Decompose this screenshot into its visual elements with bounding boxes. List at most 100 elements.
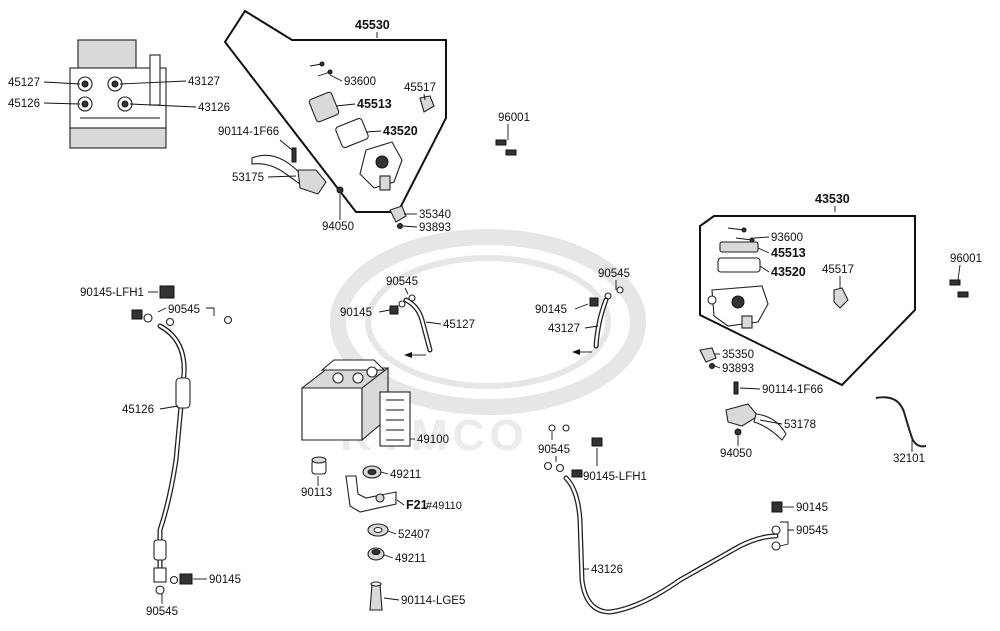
rubber-49211-bottom — [367, 547, 385, 561]
hose-bottom-43126 — [563, 475, 779, 615]
cap-screws-left — [309, 61, 333, 77]
part-90145-LFH1-left-label: 90145-LFH1 — [80, 287, 144, 299]
part-90113-label: 90113 — [301, 487, 332, 499]
bleeder-left — [495, 139, 517, 156]
bleeder-right — [949, 279, 969, 298]
brake-cable-32101 — [875, 396, 927, 448]
part-49100-label: 49100 — [417, 434, 449, 446]
part-45513-left-label: 45513 — [357, 97, 392, 111]
group-43530-label: 43530 — [815, 192, 850, 206]
switch-screw-right — [709, 363, 715, 369]
fittings-right-hose — [589, 286, 624, 307]
group-43530-outline — [699, 215, 916, 387]
part-43126-hose-label: 43126 — [591, 564, 623, 576]
abs-unit-49100 — [301, 359, 411, 447]
fittings-mid-hose — [389, 294, 416, 315]
part-90145-left-bottom-label: 90145 — [209, 574, 241, 586]
master-cylinder-left — [359, 141, 403, 191]
part-96001-left-label: 96001 — [498, 112, 530, 124]
part-90145-LFH1-center-label: 90145-LFH1 — [583, 471, 647, 483]
diaphragm-plate-left — [308, 91, 340, 123]
abs-unit-top-left — [69, 39, 167, 149]
group-45530-outline — [223, 9, 447, 213]
part-90114-1F66-right-label: 90114-1F66 — [762, 384, 823, 396]
part-45513-right-label: 45513 — [771, 246, 806, 260]
part-90145-mid-label: 90145 — [340, 307, 372, 319]
switch-screw-left — [397, 223, 403, 229]
bracket-suffix-label: #49110 — [426, 500, 462, 512]
part-49211-bottom-label: 49211 — [395, 553, 426, 565]
part-90114-1F66-left-label: 90114-1F66 — [218, 126, 279, 138]
part-90545-right-hose-label: 90545 — [598, 268, 630, 280]
rubber-49211-top — [362, 465, 382, 479]
bolt-left-top — [131, 309, 143, 320]
part-43520-right-label: 43520 — [771, 265, 806, 279]
hose-right-43127 — [593, 297, 609, 349]
part-52407-label: 52407 — [398, 529, 430, 541]
fittings-left-bottom — [153, 567, 193, 595]
part-93893-left-label: 93893 — [419, 222, 451, 234]
part-45127-label: 45127 — [8, 77, 40, 89]
brake-lever-left — [251, 154, 327, 195]
part-43127-label: 43127 — [188, 76, 220, 88]
part-32101-label: 32101 — [893, 453, 925, 465]
diaphragm-plate-right — [719, 241, 759, 253]
master-cylinder-right — [707, 285, 769, 329]
part-35340-label: 35340 — [419, 209, 451, 221]
watermark-logo: KYMCO — [330, 229, 646, 460]
collar-90113 — [311, 456, 327, 475]
part-90145-bottom-right-label: 90145 — [796, 502, 828, 514]
part-90545-left-bottom-label: 90545 — [146, 606, 178, 618]
part-43127-hose-label: 43127 — [548, 323, 580, 335]
hose-mid-45127 — [403, 297, 433, 353]
part-43520-left-label: 43520 — [383, 124, 418, 138]
diaphragm-left — [335, 117, 369, 149]
bolt-lfh-center — [571, 437, 603, 478]
washers-left-top — [143, 313, 233, 327]
part-94050-right-label: 94050 — [720, 448, 752, 460]
part-96001-right-label: 96001 — [950, 253, 982, 265]
part-49211-top-label: 49211 — [390, 469, 421, 481]
washers-center — [543, 424, 570, 473]
part-45517-left-label: 45517 — [404, 82, 436, 94]
part-93600-right-label: 93600 — [771, 232, 803, 244]
nut-lever-right — [734, 428, 742, 436]
part-53175-label: 53175 — [232, 172, 264, 184]
part-53178-label: 53178 — [784, 419, 816, 431]
hose-left-45126 — [153, 323, 191, 571]
part-45126-hose-label: 45126 — [122, 404, 154, 416]
part-94050-left-label: 94050 — [322, 221, 354, 233]
part-93893-right-label: 93893 — [722, 363, 754, 375]
bolt-lever-right — [733, 381, 739, 395]
washer-ring-52407 — [367, 523, 389, 537]
brake-switch-left — [389, 205, 407, 223]
bolt-lfh-left — [159, 285, 175, 299]
part-90545-center-label: 90545 — [538, 444, 570, 456]
bracket-label-group: F21 #49110 — [406, 498, 462, 512]
part-45127-hose-label: 45127 — [443, 319, 475, 331]
diaphragm-right — [717, 257, 761, 273]
part-93600-left-label: 93600 — [344, 76, 376, 88]
part-90114-LGE5-label: 90114-LGE5 — [401, 595, 465, 607]
part-35350-label: 35350 — [722, 349, 754, 361]
nut-lever-left — [336, 186, 344, 194]
brake-lever-right — [725, 403, 787, 441]
part-43126-label: 43126 — [198, 102, 230, 114]
part-90145-right-hose-label: 90145 — [535, 304, 567, 316]
bolt-90114-LGE5 — [369, 581, 383, 611]
brake-holder-right — [833, 287, 849, 309]
brake-switch-right — [699, 347, 717, 363]
bolt-lever-left — [291, 147, 297, 163]
part-90545-mid-label: 90545 — [386, 276, 418, 288]
part-90545-left-top-label: 90545 — [168, 304, 200, 316]
cap-screws-right — [727, 227, 755, 243]
part-45517-right-label: 45517 — [822, 264, 854, 276]
fittings-bottom-right — [771, 501, 783, 551]
part-45126-label: 45126 — [8, 98, 40, 110]
part-90545-bottom-right-label: 90545 — [796, 525, 828, 537]
group-45530-label: 45530 — [355, 18, 390, 32]
bracket-prefix-label: F21 — [406, 498, 428, 512]
brake-holder-left — [419, 95, 435, 113]
bracket-49110 — [345, 475, 397, 513]
